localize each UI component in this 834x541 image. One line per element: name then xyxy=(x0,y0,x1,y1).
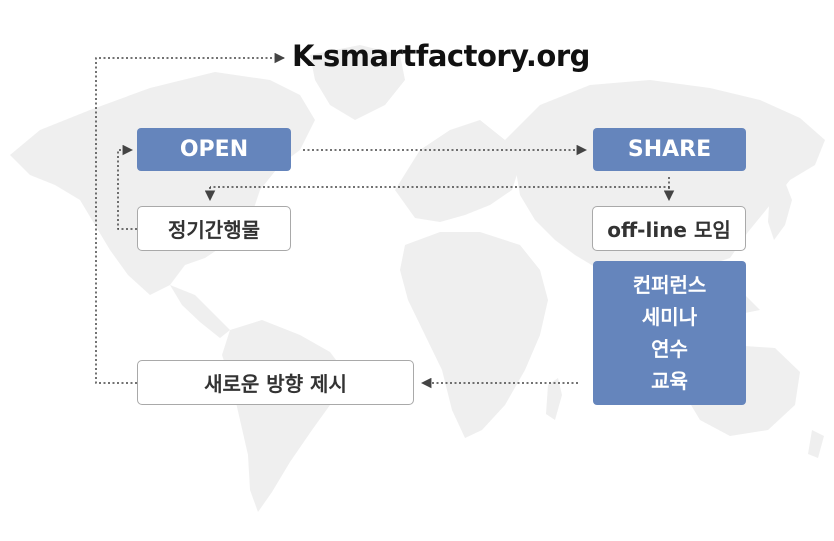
offline-meeting-node: off-line 모임 xyxy=(592,206,746,251)
new-direction-node: 새로운 방향 제시 xyxy=(137,360,414,405)
site-title: K-smartfactory.org xyxy=(292,39,590,73)
open-node: OPEN xyxy=(137,128,291,171)
share-node: SHARE xyxy=(593,128,746,171)
periodicals-node: 정기간행물 xyxy=(137,206,291,251)
events-item-education: 교육 xyxy=(651,369,688,393)
events-item-training: 연수 xyxy=(651,337,688,361)
events-node: 컨퍼런스 세미나 연수 교육 xyxy=(593,261,746,405)
events-item-seminar: 세미나 xyxy=(641,305,698,329)
events-item-conference: 컨퍼런스 xyxy=(632,273,707,297)
